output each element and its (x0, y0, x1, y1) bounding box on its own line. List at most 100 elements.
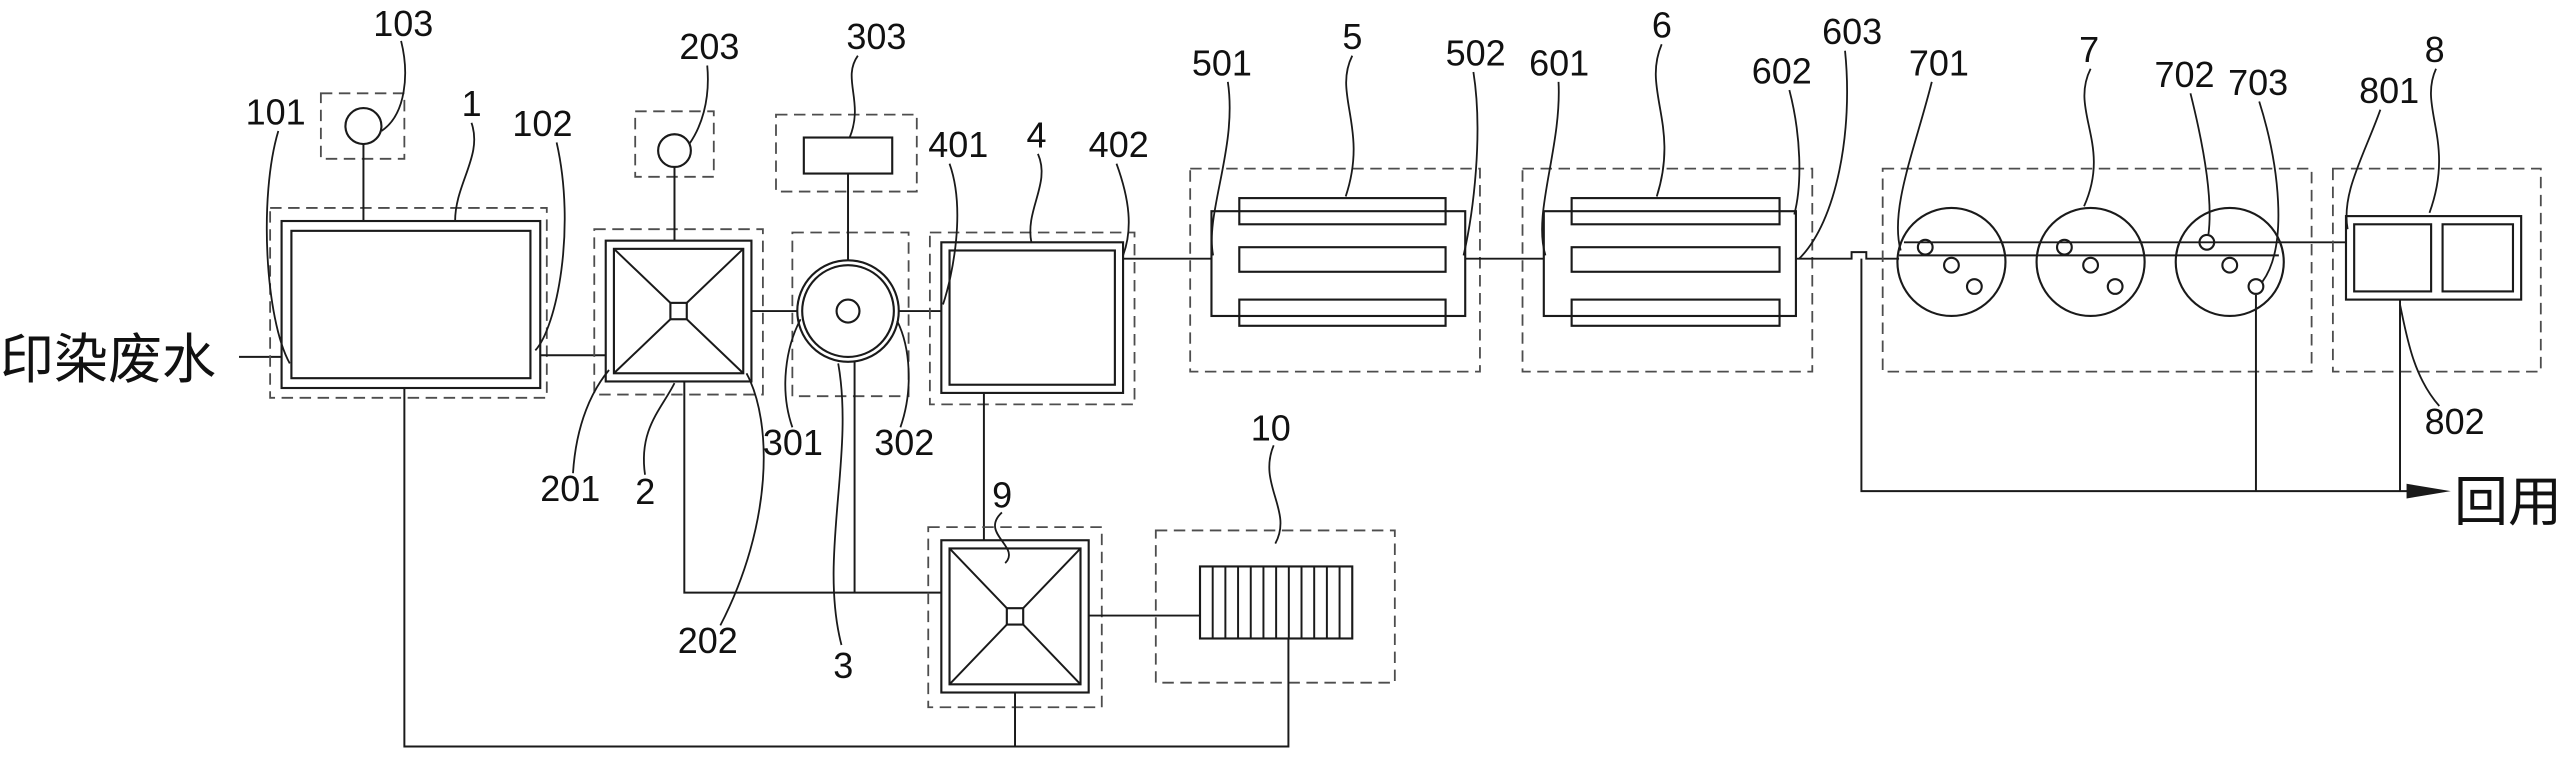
leader-unit-9 (994, 511, 1010, 564)
unit-6-module-middle (1570, 246, 1781, 273)
leader-101 (265, 130, 291, 364)
leader-303 (848, 55, 859, 138)
unit-5-module-middle (1238, 246, 1447, 273)
unit-10 (1154, 529, 1396, 684)
leader-201 (572, 369, 610, 474)
unit-7-nozzles (1916, 233, 2265, 295)
unit-7-dashed-boundary (1881, 167, 2313, 373)
leader-402 (1115, 163, 1130, 256)
unit-7-nozzle (2106, 278, 2124, 295)
unit-8-left-chamber (2353, 223, 2433, 293)
label-unit-5: 5 (1342, 16, 1362, 57)
leader-unit-7 (2083, 68, 2095, 207)
part-103-circle (344, 106, 383, 146)
unit-6-frame (1542, 210, 1797, 318)
leader-unit-4 (1029, 153, 1043, 243)
unit-5 (1189, 167, 1481, 373)
label-102: 102 (512, 103, 572, 144)
label-201: 201 (540, 468, 600, 509)
unit-4-outer (940, 241, 1125, 394)
label-703: 703 (2228, 62, 2288, 103)
unit-3-dashed-boundary (791, 231, 910, 398)
part-303-dashed-boundary (775, 113, 918, 193)
unit-7-vessel-3 (2174, 206, 2285, 318)
label-702: 702 (2154, 54, 2214, 95)
label-101: 101 (246, 91, 306, 132)
unit-9-inner (948, 547, 1082, 686)
unit-3-outer-circle (796, 259, 900, 363)
leader-301 (784, 318, 802, 428)
label-501: 501 (1192, 42, 1252, 83)
unit-3-inner-circle (801, 264, 895, 358)
leader-unit-10 (1268, 444, 1282, 544)
leader-103 (380, 40, 406, 132)
leader-801 (2345, 109, 2382, 230)
sludge-pipe-2-to-9 (683, 381, 942, 594)
label-301: 301 (763, 422, 823, 463)
label-602: 602 (1752, 51, 1812, 92)
leader-unit-6 (1654, 43, 1666, 197)
unit-7-nozzle (1916, 238, 1934, 256)
unit-7-nozzle (2055, 238, 2073, 256)
label-701: 701 (1909, 42, 1969, 83)
leader-602 (1788, 89, 1801, 215)
unit-5-module-top (1238, 197, 1447, 226)
label-unit-1: 1 (462, 83, 482, 124)
unit-3 (775, 113, 918, 398)
unit-10-dashed-boundary (1154, 529, 1396, 684)
unit-2-dashed-boundary (593, 228, 764, 396)
label-303: 303 (846, 16, 906, 57)
unit-8 (2331, 167, 2542, 373)
label-801: 801 (2359, 70, 2419, 111)
unit-6-module-top (1570, 197, 1781, 226)
unit-4-dashed-boundary (928, 231, 1136, 406)
unit-7-vessel-2 (2035, 206, 2146, 318)
unit-8-outer (2344, 215, 2523, 301)
unit-2-center-square (669, 301, 688, 321)
unit-6-dashed-boundary (1521, 167, 1814, 373)
leader-unit-3 (832, 363, 844, 646)
unit-7-nozzle (2198, 233, 2216, 251)
label-802: 802 (2425, 401, 2485, 442)
leader-401 (942, 163, 959, 305)
reuse-arrow-icon (2406, 483, 2451, 499)
part-203-circle (657, 133, 692, 169)
label-unit-3: 3 (833, 645, 853, 686)
label-203: 203 (679, 26, 739, 67)
unit-8-right-chamber (2441, 223, 2515, 293)
leader-unit-1 (454, 122, 476, 222)
leader-502 (1462, 71, 1479, 256)
unit-8-dashed-boundary (2331, 167, 2542, 373)
outlet-label: 回用 (2454, 471, 2562, 534)
unit-6 (1521, 167, 1814, 373)
unit-7-nozzle (2247, 278, 2265, 295)
unit-7 (1881, 167, 2346, 373)
label-402: 402 (1089, 124, 1149, 165)
unit-2-diagonals (613, 248, 744, 374)
label-unit-9: 9 (992, 475, 1012, 516)
leader-202 (719, 372, 765, 626)
unit-5-frame (1210, 210, 1467, 318)
leader-302 (896, 320, 910, 428)
reuse-header-pipe (1860, 258, 2417, 493)
label-601: 601 (1529, 42, 1589, 83)
leader-unit-8 (2428, 68, 2440, 214)
unit-7-nozzle (1965, 278, 1983, 295)
leader-701 (1897, 81, 1933, 251)
leader-501 (1210, 81, 1231, 256)
unit-2 (593, 110, 764, 396)
label-unit-6: 6 (1652, 5, 1672, 46)
unit-7-vessel-1 (1896, 206, 2007, 318)
leader-603 (1798, 50, 1848, 260)
leader-unit-2 (643, 382, 676, 475)
label-401: 401 (928, 124, 988, 165)
label-502: 502 (1446, 32, 1506, 73)
label-unit-4: 4 (1026, 114, 1046, 155)
label-202: 202 (678, 620, 738, 661)
leader-unit-5 (1344, 55, 1355, 197)
part-303-block (802, 136, 894, 175)
label-unit-10: 10 (1251, 407, 1291, 448)
label-603: 603 (1822, 11, 1882, 52)
leader-703 (2258, 101, 2280, 283)
